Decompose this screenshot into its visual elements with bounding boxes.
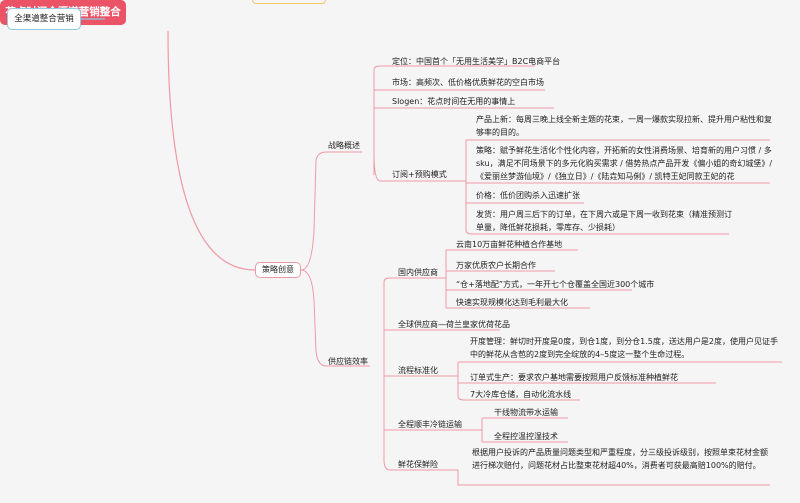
list-item[interactable]: 干线物流带水运输 [494,408,558,417]
topic-tactics[interactable]: 策略：赋予鲜花生活化个性化内容，开拓新的女性消费场景、培育新的用户习惯 / 多s… [476,146,773,181]
connector-process-spine [444,362,459,396]
topic-price[interactable]: 价格：低价团购杀入迅速扩张 [476,191,580,200]
list-item[interactable]: 快速实现规模化达到毛利最大化 [456,298,568,307]
connector-positioning [373,65,535,71]
connector-shipping [465,229,729,235]
topic-product-launch[interactable]: 产品上新：每周三晚上线全新主题的花束，一周一爆款实现拉新、提升用户粘性和复够率的… [476,115,772,137]
connector-strategy-supply [300,269,370,367]
connector-cold-storage [457,395,580,401]
list-item[interactable]: 全程控温控湿技术 [494,432,558,441]
connector-central-strategy [167,30,256,271]
topic-domestic-suppliers[interactable]: 国内供应商 [398,268,438,277]
list-item[interactable]: “仓+落地配”方式，一年开七个仓覆盖全国近300个城市 [456,280,655,289]
connector-subscription-spine [455,140,467,230]
connector-insurance [383,459,444,471]
topic-positioning[interactable]: 定位：中国首个「无用生活美学」B2C电商平台 [392,57,561,66]
topic-slogan[interactable]: Slogen：花点时间在无用的事情上 [392,97,516,106]
topic-process-standardization[interactable]: 流程标准化 [398,366,438,375]
topic-shipping[interactable]: 发货：用户周三后下的订单，在下周六或是下周一收到花束（精准预测订单量，降低鲜花损… [476,210,732,232]
topic-strategy-overview[interactable]: 战略概述 [328,141,360,150]
root-topic[interactable]: 全渠道整合营销 [7,8,81,30]
list-item[interactable]: 万家优质农户长期合作 [456,261,536,270]
connector-domestic [383,277,436,283]
topic-cold-storage[interactable]: 7大冷库仓储，自动化流水线 [470,390,572,399]
topic-supply-chain-efficiency[interactable]: 供应链效率 [328,357,368,366]
topic-market[interactable]: 市场：高频次、低价格优质鲜花的空白市场 [392,78,544,87]
topic-global-suppliers[interactable]: 全球供应商—荷兰皇家优荷花品 [398,320,510,329]
connector-cold-chain-spine [470,418,483,442]
topic-insurance-detail[interactable]: 根据用户投诉的产品质量问题类型和严重程度，分三级投诉级别，按照单束花材金额进行梯… [472,448,768,470]
topic-subscription-model[interactable]: 订阅+预购模式 [392,170,447,179]
topic-freshness-insurance[interactable]: 鲜花保鲜险 [398,460,438,469]
topic-order-production[interactable]: 订单式生产：要求农户基地需要按照用户反馈标准种植鲜花 [470,373,678,382]
topic-cold-chain[interactable]: 全程顺丰冷链运输 [398,420,462,429]
connector-insurance-text [444,469,770,486]
topic-opening-management[interactable]: 开度管理：鲜切时开度是0度，到仓1度，到分仓1.5度，送达用户是2度，使用户见证… [470,337,778,359]
offscreen-branch-edge [252,0,326,4]
connector-subscription [373,151,455,182]
connector-strategy-overview [300,151,362,271]
connector-domestic-spine [436,250,447,308]
branch-strategy-creative[interactable]: 策略创意 [255,262,301,278]
list-item[interactable]: 云南10万亩鲜花种植合作基地 [456,240,563,249]
